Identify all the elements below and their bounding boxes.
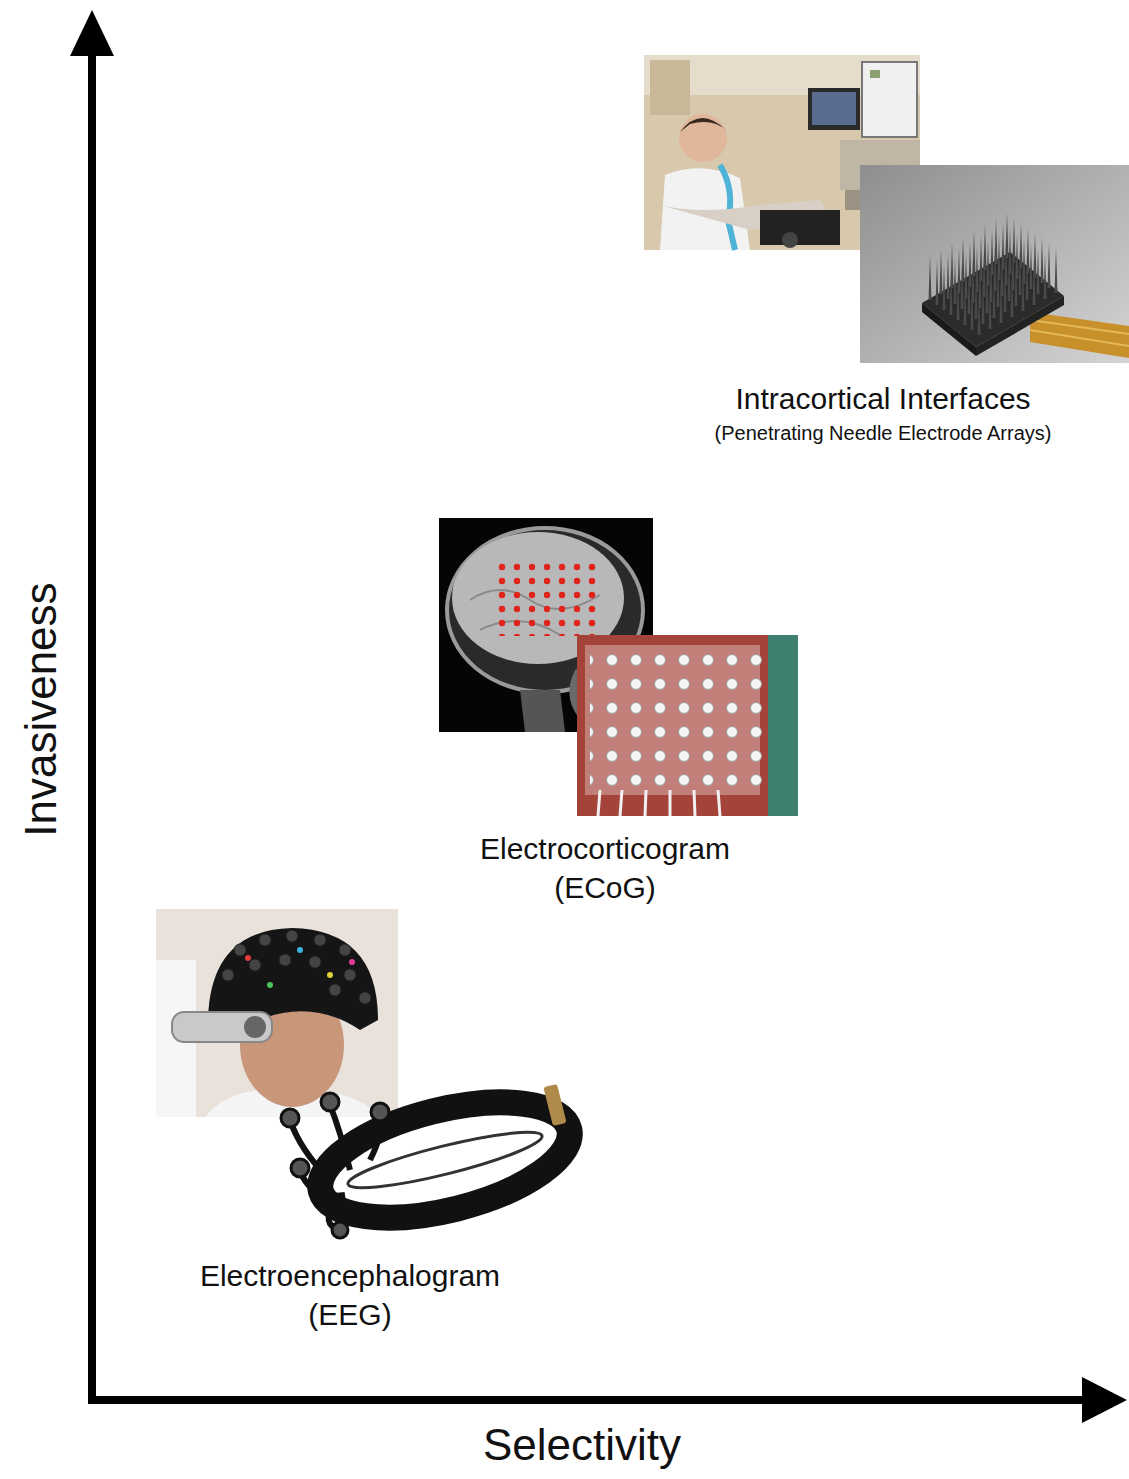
needle-array-photo bbox=[860, 165, 1129, 363]
method-subtitle: (Penetrating Needle Electrode Arrays) bbox=[715, 420, 1052, 446]
axis-title: Selectivity bbox=[483, 1416, 681, 1473]
method-label: Electrocorticogram (ECoG) bbox=[480, 829, 730, 907]
axis-title: Invasiveness bbox=[11, 583, 68, 837]
eeg-cap-photo bbox=[156, 909, 398, 1117]
method-label: Electroencephalogram (EEG) bbox=[200, 1256, 500, 1334]
eeg-headset bbox=[281, 1081, 581, 1240]
method-label: Intracortical Interfaces bbox=[735, 379, 1030, 418]
surgical-grid-photo bbox=[577, 635, 798, 816]
